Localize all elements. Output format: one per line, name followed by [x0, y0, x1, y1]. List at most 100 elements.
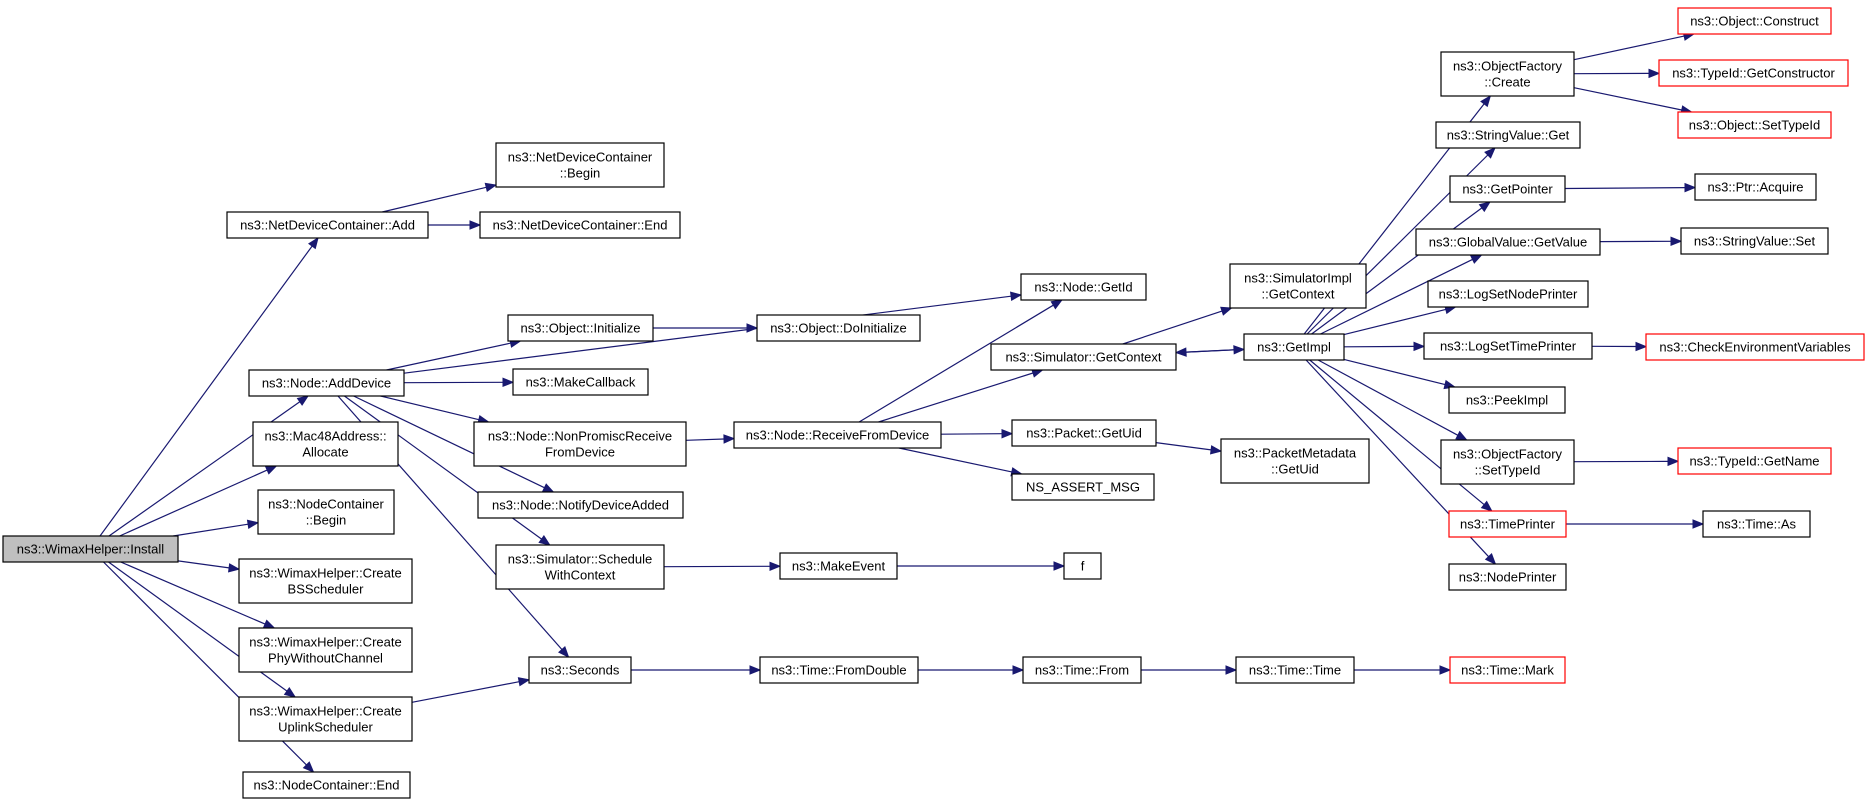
- node-node-recv[interactable]: ns3::Node::ReceiveFromDevice: [733, 421, 942, 449]
- node-label-line: ns3::Object::DoInitialize: [770, 321, 907, 336]
- node-ndc-end[interactable]: ns3::NetDeviceContainer::End: [479, 211, 681, 239]
- node-box: [1011, 419, 1157, 447]
- edge-node_adddevice-to-obj_init: [386, 338, 522, 371]
- node-mac48-alloc[interactable]: ns3::Mac48Address::Allocate: [252, 421, 399, 467]
- node-objfactory-create[interactable]: ns3::ObjectFactory::Create: [1440, 51, 1575, 97]
- edge-getimpl-to-timeprinter: [1309, 359, 1493, 512]
- node-time-mark[interactable]: ns3::Time::Mark: [1449, 656, 1566, 684]
- edge-arrowhead: [1050, 299, 1064, 310]
- edge-time_time-to-time_mark: [1354, 665, 1452, 675]
- node-packet-getuid[interactable]: ns3::Packet::GetUid: [1011, 419, 1157, 447]
- node-label-line: ns3::GlobalValue::GetValue: [1429, 235, 1588, 250]
- node-box: [226, 211, 429, 239]
- node-getpointer[interactable]: ns3::GetPointer: [1449, 175, 1566, 203]
- node-label-line: ns3::NodeContainer: [268, 497, 384, 512]
- node-box: [1415, 228, 1601, 256]
- node-create-phy[interactable]: ns3::WimaxHelper::CreatePhyWithoutChanne…: [238, 627, 413, 673]
- edge-arrowhead: [517, 677, 531, 687]
- node-typeid-getname[interactable]: ns3::TypeId::GetName: [1677, 447, 1832, 475]
- node-box: [257, 489, 395, 535]
- node-box: [528, 656, 632, 684]
- node-label-line: ns3::Ptr::Acquire: [1707, 180, 1803, 195]
- edge-arrowhead: [228, 563, 241, 573]
- edge-line: [411, 681, 520, 703]
- node-label-line: Allocate: [302, 445, 348, 460]
- node-ndc-add[interactable]: ns3::NetDeviceContainer::Add: [226, 211, 429, 239]
- node-sim-getcontext[interactable]: ns3::Simulator::GetContext: [990, 343, 1177, 371]
- edge-line: [120, 561, 266, 625]
- node-typeid-getconstructor[interactable]: ns3::TypeId::GetConstructor: [1658, 59, 1849, 87]
- node-f[interactable]: f: [1063, 552, 1102, 580]
- node-makecallback[interactable]: ns3::MakeCallback: [512, 368, 649, 396]
- node-label-line: ns3::Node::ReceiveFromDevice: [746, 428, 930, 443]
- node-node-notify[interactable]: ns3::Node::NotifyDeviceAdded: [477, 491, 684, 519]
- node-box: [1423, 332, 1593, 360]
- node-object-construct[interactable]: ns3::Object::Construct: [1677, 7, 1832, 35]
- edge-line: [898, 447, 1012, 473]
- node-time-fromdouble[interactable]: ns3::Time::FromDouble: [759, 656, 919, 684]
- node-nodeprinter[interactable]: ns3::NodePrinter: [1448, 563, 1567, 591]
- node-box: [779, 552, 898, 580]
- node-label-line: ns3::WimaxHelper::Create: [249, 566, 401, 581]
- node-obj-doinit[interactable]: ns3::Object::DoInitialize: [756, 314, 921, 342]
- node-node-adddevice[interactable]: ns3::Node::AddDevice: [248, 369, 405, 397]
- edge-root-to-ndc_add: [99, 236, 319, 537]
- edge-line: [1320, 258, 1473, 335]
- node-makeevent[interactable]: ns3::MakeEvent: [779, 552, 898, 580]
- node-ns-assert[interactable]: NS_ASSERT_MSG: [1011, 473, 1155, 501]
- node-simimpl-getcontext[interactable]: ns3::SimulatorImpl::GetContext: [1229, 263, 1367, 309]
- edge-getimpl-to-objfactory_settypeid: [1317, 359, 1468, 441]
- node-box: [990, 343, 1177, 371]
- edge-makeevent-to-f: [897, 561, 1066, 571]
- edge-arrowhead: [502, 377, 515, 388]
- edge-getimpl-to-peekimpl: [1343, 358, 1457, 390]
- node-time-from[interactable]: ns3::Time::From: [1022, 656, 1142, 684]
- edge-line: [1343, 358, 1446, 386]
- node-getimpl[interactable]: ns3::GetImpl: [1243, 333, 1345, 361]
- node-box: [756, 314, 921, 342]
- node-box: [1448, 386, 1566, 414]
- edge-arrowhead: [308, 236, 319, 250]
- edge-arrowhead: [1439, 665, 1452, 675]
- node-nc-begin[interactable]: ns3::NodeContainer::Begin: [257, 489, 395, 535]
- node-ptr-acquire[interactable]: ns3::Ptr::Acquire: [1694, 173, 1817, 201]
- node-obj-init[interactable]: ns3::Object::Initialize: [507, 314, 654, 342]
- edge-arrowhead: [283, 687, 297, 698]
- node-ndc-begin[interactable]: ns3::NetDeviceContainer::Begin: [495, 142, 665, 188]
- node-nc-end[interactable]: ns3::NodeContainer::End: [242, 771, 411, 799]
- node-time-time[interactable]: ns3::Time::Time: [1235, 656, 1355, 684]
- node-logsettimeprinter[interactable]: ns3::LogSetTimePrinter: [1423, 332, 1593, 360]
- node-box: [477, 491, 684, 519]
- edge-line: [380, 395, 480, 421]
- node-box: [759, 656, 919, 684]
- node-box: [507, 314, 654, 342]
- node-logsetnodeprinter[interactable]: ns3::LogSetNodePrinter: [1427, 280, 1589, 308]
- node-label-line: ::GetContext: [1262, 287, 1335, 302]
- node-stringvalue-get[interactable]: ns3::StringValue::Get: [1435, 121, 1581, 149]
- node-object-settypeid[interactable]: ns3::Object::SetTypeId: [1677, 111, 1832, 139]
- node-time-as[interactable]: ns3::Time::As: [1702, 510, 1811, 538]
- edge-sim_schedule-to-makeevent: [663, 561, 782, 572]
- edge-arrowhead: [1225, 665, 1238, 675]
- node-peekimpl[interactable]: ns3::PeekImpl: [1448, 386, 1566, 414]
- edge-arrowhead: [723, 434, 736, 444]
- edge-node_adddevice-to-makecallback: [403, 377, 515, 388]
- node-checkenv[interactable]: ns3::CheckEnvironmentVariables: [1645, 333, 1865, 361]
- node-timeprinter[interactable]: ns3::TimePrinter: [1448, 510, 1567, 538]
- node-globalvalue-getvalue[interactable]: ns3::GlobalValue::GetValue: [1415, 228, 1601, 256]
- node-pktmeta-getuid[interactable]: ns3::PacketMetadata::GetUid: [1220, 438, 1370, 484]
- node-label-line: ns3::GetPointer: [1462, 182, 1553, 197]
- edge-root-to-create_bss: [177, 560, 241, 573]
- edge-arrowhead: [264, 465, 278, 475]
- node-node-getid[interactable]: ns3::Node::GetId: [1020, 273, 1147, 301]
- node-stringvalue-set[interactable]: ns3::StringValue::Set: [1680, 227, 1829, 255]
- node-box: [1645, 333, 1865, 361]
- node-seconds[interactable]: ns3::Seconds: [528, 656, 632, 684]
- node-box: [1022, 656, 1142, 684]
- edge-line: [353, 395, 545, 489]
- node-objfactory-settypeid[interactable]: ns3::ObjectFactory::SetTypeId: [1440, 439, 1575, 485]
